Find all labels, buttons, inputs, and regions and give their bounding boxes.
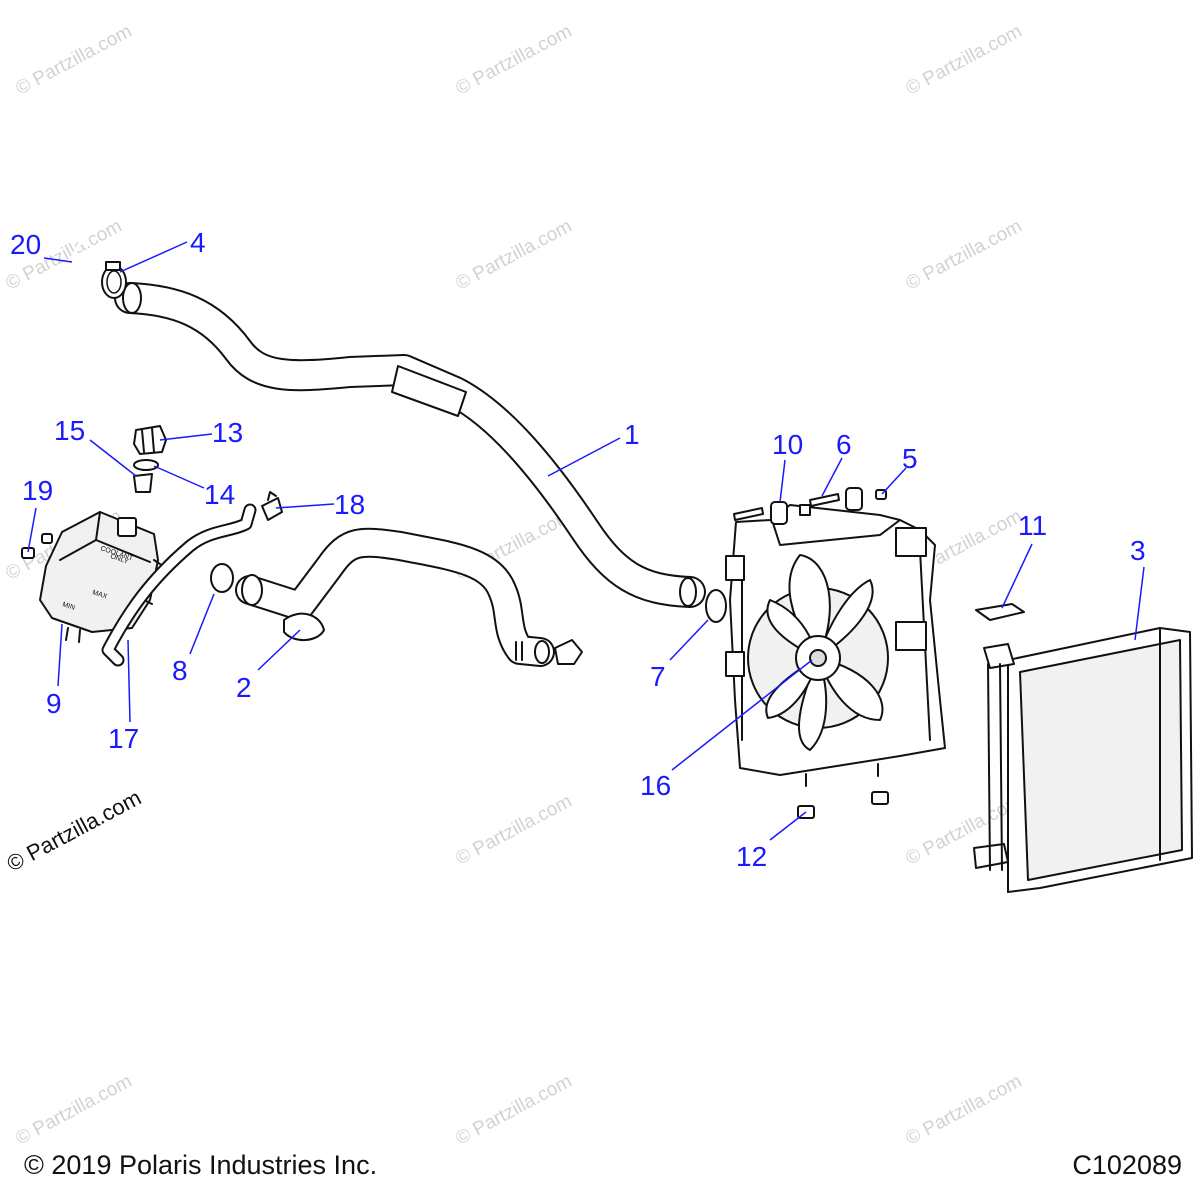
callout-20: 20 <box>10 229 41 260</box>
part-3-radiator <box>973 627 1193 893</box>
watermark: © Partzilla.com <box>902 216 1025 295</box>
callout-17: 17 <box>108 723 139 754</box>
part-15-neck <box>133 473 153 493</box>
callout-3: 3 <box>1130 535 1146 566</box>
callout-labels: 1 2 3 4 5 6 7 8 9 10 11 12 13 14 15 16 1… <box>10 227 1146 872</box>
callout-16: 16 <box>640 770 671 801</box>
part-16-fan-assembly <box>725 504 946 787</box>
part-4-hose-clamp <box>101 261 127 299</box>
callout-13: 13 <box>212 417 243 448</box>
part-17-overflow-hose <box>101 503 257 667</box>
watermark: © Partzilla.com <box>12 1071 135 1150</box>
callout-5: 5 <box>902 443 918 474</box>
watermark: © Partzilla.com <box>452 216 575 295</box>
part-11-radiator-cap <box>975 603 1025 621</box>
part-14-seal <box>133 459 159 471</box>
callout-11: 11 <box>1018 510 1047 541</box>
callout-9: 9 <box>46 688 62 719</box>
tank-label-max: MAX <box>91 589 108 600</box>
callout-18: 18 <box>334 489 365 520</box>
callout-7: 7 <box>650 661 666 692</box>
part-9-coolant-tank: COOLANT ONLY MAX MIN <box>39 511 161 643</box>
part-1-upper-hose <box>114 282 706 608</box>
part-18-clip <box>261 491 283 521</box>
part-20-vent-tube <box>62 198 169 414</box>
watermark: © Partzilla.com <box>452 1071 575 1150</box>
watermark: © Partzilla.com <box>902 21 1025 100</box>
callout-4: 4 <box>190 227 206 258</box>
callout-19: 19 <box>22 475 53 506</box>
watermark-main: © Partzilla.com <box>3 785 146 877</box>
callout-6: 6 <box>836 429 852 460</box>
part-2-lower-hose <box>235 527 583 667</box>
callout-1: 1 <box>624 419 640 450</box>
callout-14: 14 <box>204 479 235 510</box>
callout-12: 12 <box>736 841 767 872</box>
callout-15: 15 <box>54 415 85 446</box>
part-6-bolt <box>733 493 840 521</box>
copyright-text: © 2019 Polaris Industries Inc. <box>24 1150 378 1180</box>
callout-10: 10 <box>772 429 803 460</box>
part-12-nut <box>797 791 889 819</box>
tank-label-min: MIN <box>61 601 75 612</box>
callout-8: 8 <box>172 655 188 686</box>
watermark: © Partzilla.com <box>902 1071 1025 1150</box>
callout-2: 2 <box>236 672 252 703</box>
leader-lines <box>27 241 1145 841</box>
watermark: © Partzilla.com <box>452 791 575 870</box>
drawing-number: C102089 <box>1072 1150 1182 1180</box>
part-13-cap <box>133 425 167 455</box>
part-7-clamp <box>705 589 727 623</box>
watermark: © Partzilla.com <box>452 21 575 100</box>
watermark: © Partzilla.com <box>12 21 135 100</box>
part-8-clamp <box>210 563 234 593</box>
part-10-grommet <box>770 487 863 525</box>
